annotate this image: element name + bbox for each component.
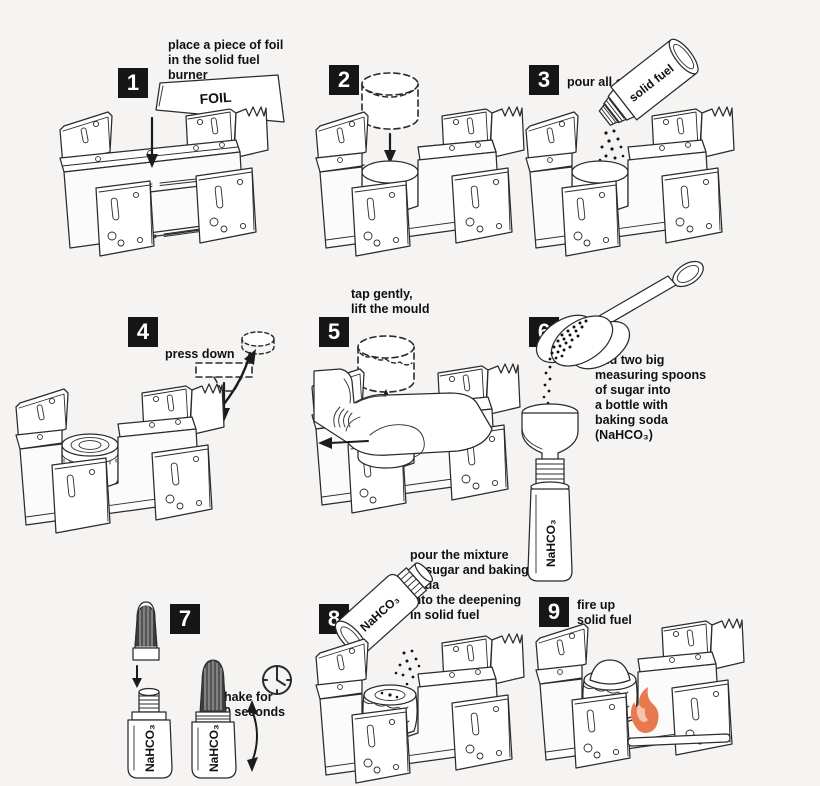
step-1-badge: 1 — [118, 68, 148, 98]
granules — [394, 649, 423, 686]
step-9-caption: fire up solid fuel — [577, 598, 632, 627]
bottle-cap — [132, 601, 160, 661]
clock-icon — [262, 665, 292, 695]
left-arrow — [318, 437, 369, 449]
fuel-puck — [582, 659, 638, 722]
open-nahco3-bottle: NaHCO₃ — [127, 687, 173, 779]
dashed-lifted-mould — [357, 335, 415, 393]
nahco3-bottle: NaHCO₃ — [527, 488, 573, 582]
closed-nahco3-bottle: NaHCO₃ — [191, 659, 237, 779]
solid-fuel-bottle: solid fuel — [598, 38, 699, 126]
step-4: 4 press down — [0, 255, 300, 534]
step-9: 9 fire up solid fuel — [520, 580, 820, 786]
step-3: 3 pour all out solid fuel — [510, 0, 820, 260]
shake-arrow — [247, 700, 258, 772]
solid-fuel-burner — [315, 633, 525, 784]
step-3-illustration: solid fuel — [525, 38, 735, 257]
step-7: 7 shake for 10 seconds — [0, 560, 300, 786]
step-5: tap gently, lift the mould 5 — [300, 255, 530, 514]
open-bottle-label: NaHCO₃ — [143, 724, 157, 772]
match-stick — [627, 733, 731, 747]
step-5-caption: tap gently, lift the mould — [351, 287, 430, 316]
step-6-caption: add two big measuring spoons of sugar in… — [595, 353, 707, 442]
dashed-mould-cylinder — [361, 72, 419, 130]
step-8: pour the mixture of sugar and baking sod… — [300, 545, 540, 786]
press-down-label: press down — [165, 347, 234, 361]
step-5-badge: 5 — [319, 317, 349, 347]
step-9-illustration — [535, 618, 745, 769]
step-2-badge: 2 — [329, 65, 359, 95]
funnel — [521, 403, 579, 462]
step-7-badge: 7 — [170, 604, 200, 634]
step-1-illustration: FOIL — [59, 74, 285, 257]
nahco3-bottle-label: NaHCO₃ — [544, 519, 558, 567]
step-3-badge: 3 — [529, 65, 559, 95]
down-arrow — [384, 132, 396, 164]
tap-lines — [333, 406, 353, 428]
solid-fuel-burner — [59, 106, 269, 257]
down-arrow — [146, 116, 158, 168]
step-1: place a piece of foil in the solid fuel … — [0, 0, 300, 260]
step-1-caption: place a piece of foil in the solid fuel … — [168, 38, 284, 82]
nahco3-bottle-tilted: NaHCO₃ — [334, 562, 434, 656]
foil-label: FOIL — [199, 89, 232, 107]
down-arrow — [132, 665, 142, 688]
flame — [630, 687, 659, 733]
closed-bottle-label: NaHCO₃ — [207, 724, 221, 772]
step-6: 6 add two big measuring spoons of sugar … — [510, 255, 820, 582]
dashed-lifted-puck — [241, 331, 275, 355]
step-5-illustration — [311, 335, 521, 514]
hand — [313, 368, 493, 458]
step-8-illustration: NaHCO₃ — [315, 562, 525, 784]
solid-fuel-burner — [15, 383, 225, 534]
step-4-illustration: press down — [15, 331, 275, 534]
sugar-granules — [542, 365, 552, 405]
step-6-illustration: NaHCO₃ — [521, 260, 704, 582]
step-7-illustration: NaHCO₃ NaHCO₃ — [127, 601, 292, 779]
sugar-granules-in-spoon — [548, 319, 588, 361]
solid-fuel-burner — [315, 106, 525, 257]
step-4-badge: 4 — [128, 317, 158, 347]
step-2-illustration — [315, 72, 525, 257]
bottle-neck — [530, 458, 570, 493]
step-9-badge: 9 — [539, 597, 569, 627]
solid-fuel-burner — [525, 106, 735, 257]
measuring-spoon — [535, 260, 704, 370]
step-2: 2 — [300, 0, 530, 260]
step-7-caption: shake for 10 seconds — [217, 690, 286, 719]
